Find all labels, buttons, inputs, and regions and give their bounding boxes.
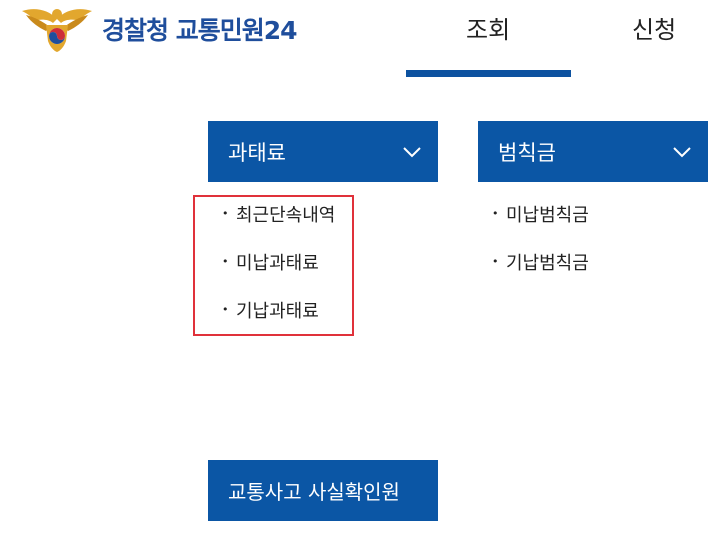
nav-tab-apply[interactable]: 신청 (632, 16, 677, 44)
penalty-submenu: 미납범칙금 기납범칙금 (492, 192, 589, 288)
fine-item-recent-enforcement[interactable]: 최근단속내역 (222, 192, 335, 240)
site-logo[interactable]: 경찰청 교통민원24 (20, 4, 298, 54)
logo-org: 경찰청 (102, 16, 169, 45)
penalty-dropdown[interactable]: 범칙금 (478, 121, 708, 182)
nav-active-indicator (406, 70, 571, 77)
penalty-item-unpaid[interactable]: 미납범칙금 (492, 192, 589, 240)
fine-item-unpaid[interactable]: 미납과태료 (222, 240, 335, 288)
fine-dropdown[interactable]: 과태료 (208, 121, 438, 182)
chevron-down-icon (673, 147, 691, 158)
penalty-item-paid[interactable]: 기납범칙금 (492, 240, 589, 288)
logo-service: 교통민원24 (175, 16, 298, 45)
police-emblem-icon (22, 9, 92, 52)
chevron-down-icon (403, 147, 421, 158)
nav-tab-inquiry[interactable]: 조회 (466, 16, 511, 44)
accident-certificate-button[interactable]: 교통사고 사실확인원 (208, 460, 438, 521)
logo-text: 경찰청 교통민원24 (102, 11, 298, 47)
accident-certificate-label: 교통사고 사실확인원 (228, 480, 400, 504)
fine-item-paid[interactable]: 기납과태료 (222, 288, 335, 336)
fine-submenu: 최근단속내역 미납과태료 기납과태료 (222, 192, 335, 336)
penalty-dropdown-label: 범칙금 (498, 140, 556, 165)
fine-dropdown-label: 과태료 (228, 140, 286, 165)
